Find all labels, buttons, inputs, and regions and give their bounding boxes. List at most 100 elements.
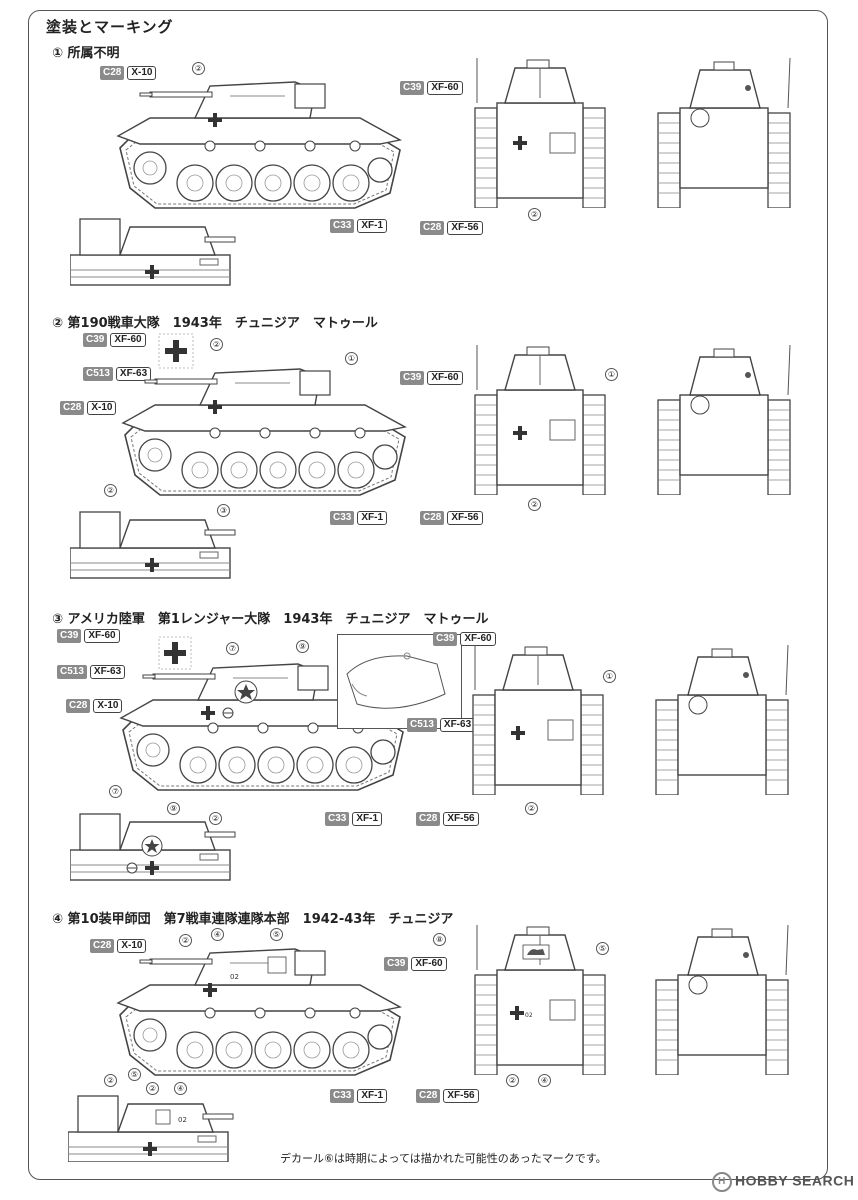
callout-2: ② [525, 802, 538, 815]
paint-code: XF-1 [357, 1088, 388, 1103]
callout-8: ⑧ [433, 933, 446, 946]
paint-code: C28 [416, 1088, 441, 1103]
callout-5: ⑤ [596, 942, 609, 955]
turret-number: 02 [230, 973, 239, 981]
paint-code: C28 [420, 510, 445, 525]
callout-2: ② [506, 1074, 519, 1087]
watermark-text: HOBBY SEARCH [735, 1172, 855, 1189]
section-2-title: ② 第190戦車大隊 1943年 チュニジア マトゥール [52, 316, 378, 331]
paint-code: C33 [330, 218, 355, 233]
turret-number: 02 [525, 1012, 533, 1019]
callout-7: ⑦ [226, 642, 239, 655]
paint-code: C28 [90, 938, 115, 953]
tank-front-view-3 [472, 645, 604, 795]
paint-code: C33 [330, 1088, 355, 1103]
paint-code: C28 [66, 698, 91, 713]
callout-2: ② [209, 812, 222, 825]
callout-5: ⑤ [270, 928, 283, 941]
paint-code: X-10 [87, 400, 117, 415]
tank-side-view-3 [120, 663, 404, 791]
callout-2: ② [104, 1074, 117, 1087]
section-3-title: ③ アメリカ陸軍 第1レンジャー大隊 1943年 チュニジア マトゥール [52, 612, 489, 627]
paint-code: X-10 [93, 698, 123, 713]
turret-number: 02 [178, 1116, 187, 1124]
paint-code: C513 [57, 664, 87, 679]
tank-rear-view-3 [655, 645, 789, 795]
callout-2: ② [104, 484, 117, 497]
paint-code: C39 [384, 956, 409, 971]
callout-9: ⑨ [167, 802, 180, 815]
callout-2: ② [528, 208, 541, 221]
tank-rear-view-2 [657, 345, 791, 495]
tank-top-detail-2 [70, 511, 236, 579]
hobby-search-logo-icon: H [712, 1172, 732, 1192]
paint-code: C39 [433, 631, 458, 646]
callout-4: ④ [211, 928, 224, 941]
paint-code: X-10 [117, 938, 147, 953]
callout-4: ④ [538, 1074, 551, 1087]
paint-code: XF-60 [460, 631, 496, 646]
tank-top-detail-1 [70, 218, 236, 286]
paint-code: C33 [325, 811, 350, 826]
callout-2: ② [192, 62, 205, 75]
paint-code: XF-1 [357, 510, 388, 525]
paint-code: C39 [83, 332, 108, 347]
paint-code: XF-60 [427, 370, 463, 385]
tank-front-view-4: 02 [474, 925, 606, 1075]
paint-code: XF-56 [447, 510, 483, 525]
paint-code: C39 [400, 80, 425, 95]
paint-code: XF-56 [447, 220, 483, 235]
paint-code: C28 [100, 65, 125, 80]
callout-2: ② [179, 934, 192, 947]
paint-code: X-10 [127, 65, 157, 80]
paint-code: XF-63 [439, 717, 476, 732]
paint-code: C28 [420, 220, 445, 235]
tank-side-view-2 [122, 368, 406, 496]
balkenkreuz-decal [158, 636, 192, 670]
callout-1: ① [605, 368, 618, 381]
tank-rear-view-4 [655, 925, 789, 1075]
paint-code: C39 [57, 628, 82, 643]
section-4-title: ④ 第10装甲師団 第7戦車連隊連隊本部 1942-43年 チュニジア [52, 912, 454, 927]
paint-code: XF-63 [89, 664, 126, 679]
tank-rear-view-1 [657, 58, 791, 208]
paint-code: C39 [400, 370, 425, 385]
paint-code: XF-1 [357, 218, 388, 233]
callout-5: ⑤ [128, 1068, 141, 1081]
callout-9: ⑨ [296, 640, 309, 653]
tank-top-detail-4: 02 [68, 1095, 234, 1162]
paint-code: XF-60 [411, 956, 447, 971]
tank-top-detail-3 [70, 813, 236, 881]
paint-code: XF-56 [443, 1088, 479, 1103]
decal-note: デカール⑥は時期によっては描かれた可能性のあったマークです。 [280, 1152, 607, 1165]
paint-code: C33 [330, 510, 355, 525]
hull-detail-inset [337, 634, 462, 729]
paint-code: XF-1 [352, 811, 383, 826]
callout-7: ⑦ [109, 785, 122, 798]
page-title: 塗装とマーキング [46, 18, 174, 36]
paint-code: C513 [83, 366, 113, 381]
tank-side-view-1 [117, 81, 401, 209]
callout-2: ② [210, 338, 223, 351]
callout-1: ① [603, 670, 616, 683]
paint-code: C28 [416, 811, 441, 826]
